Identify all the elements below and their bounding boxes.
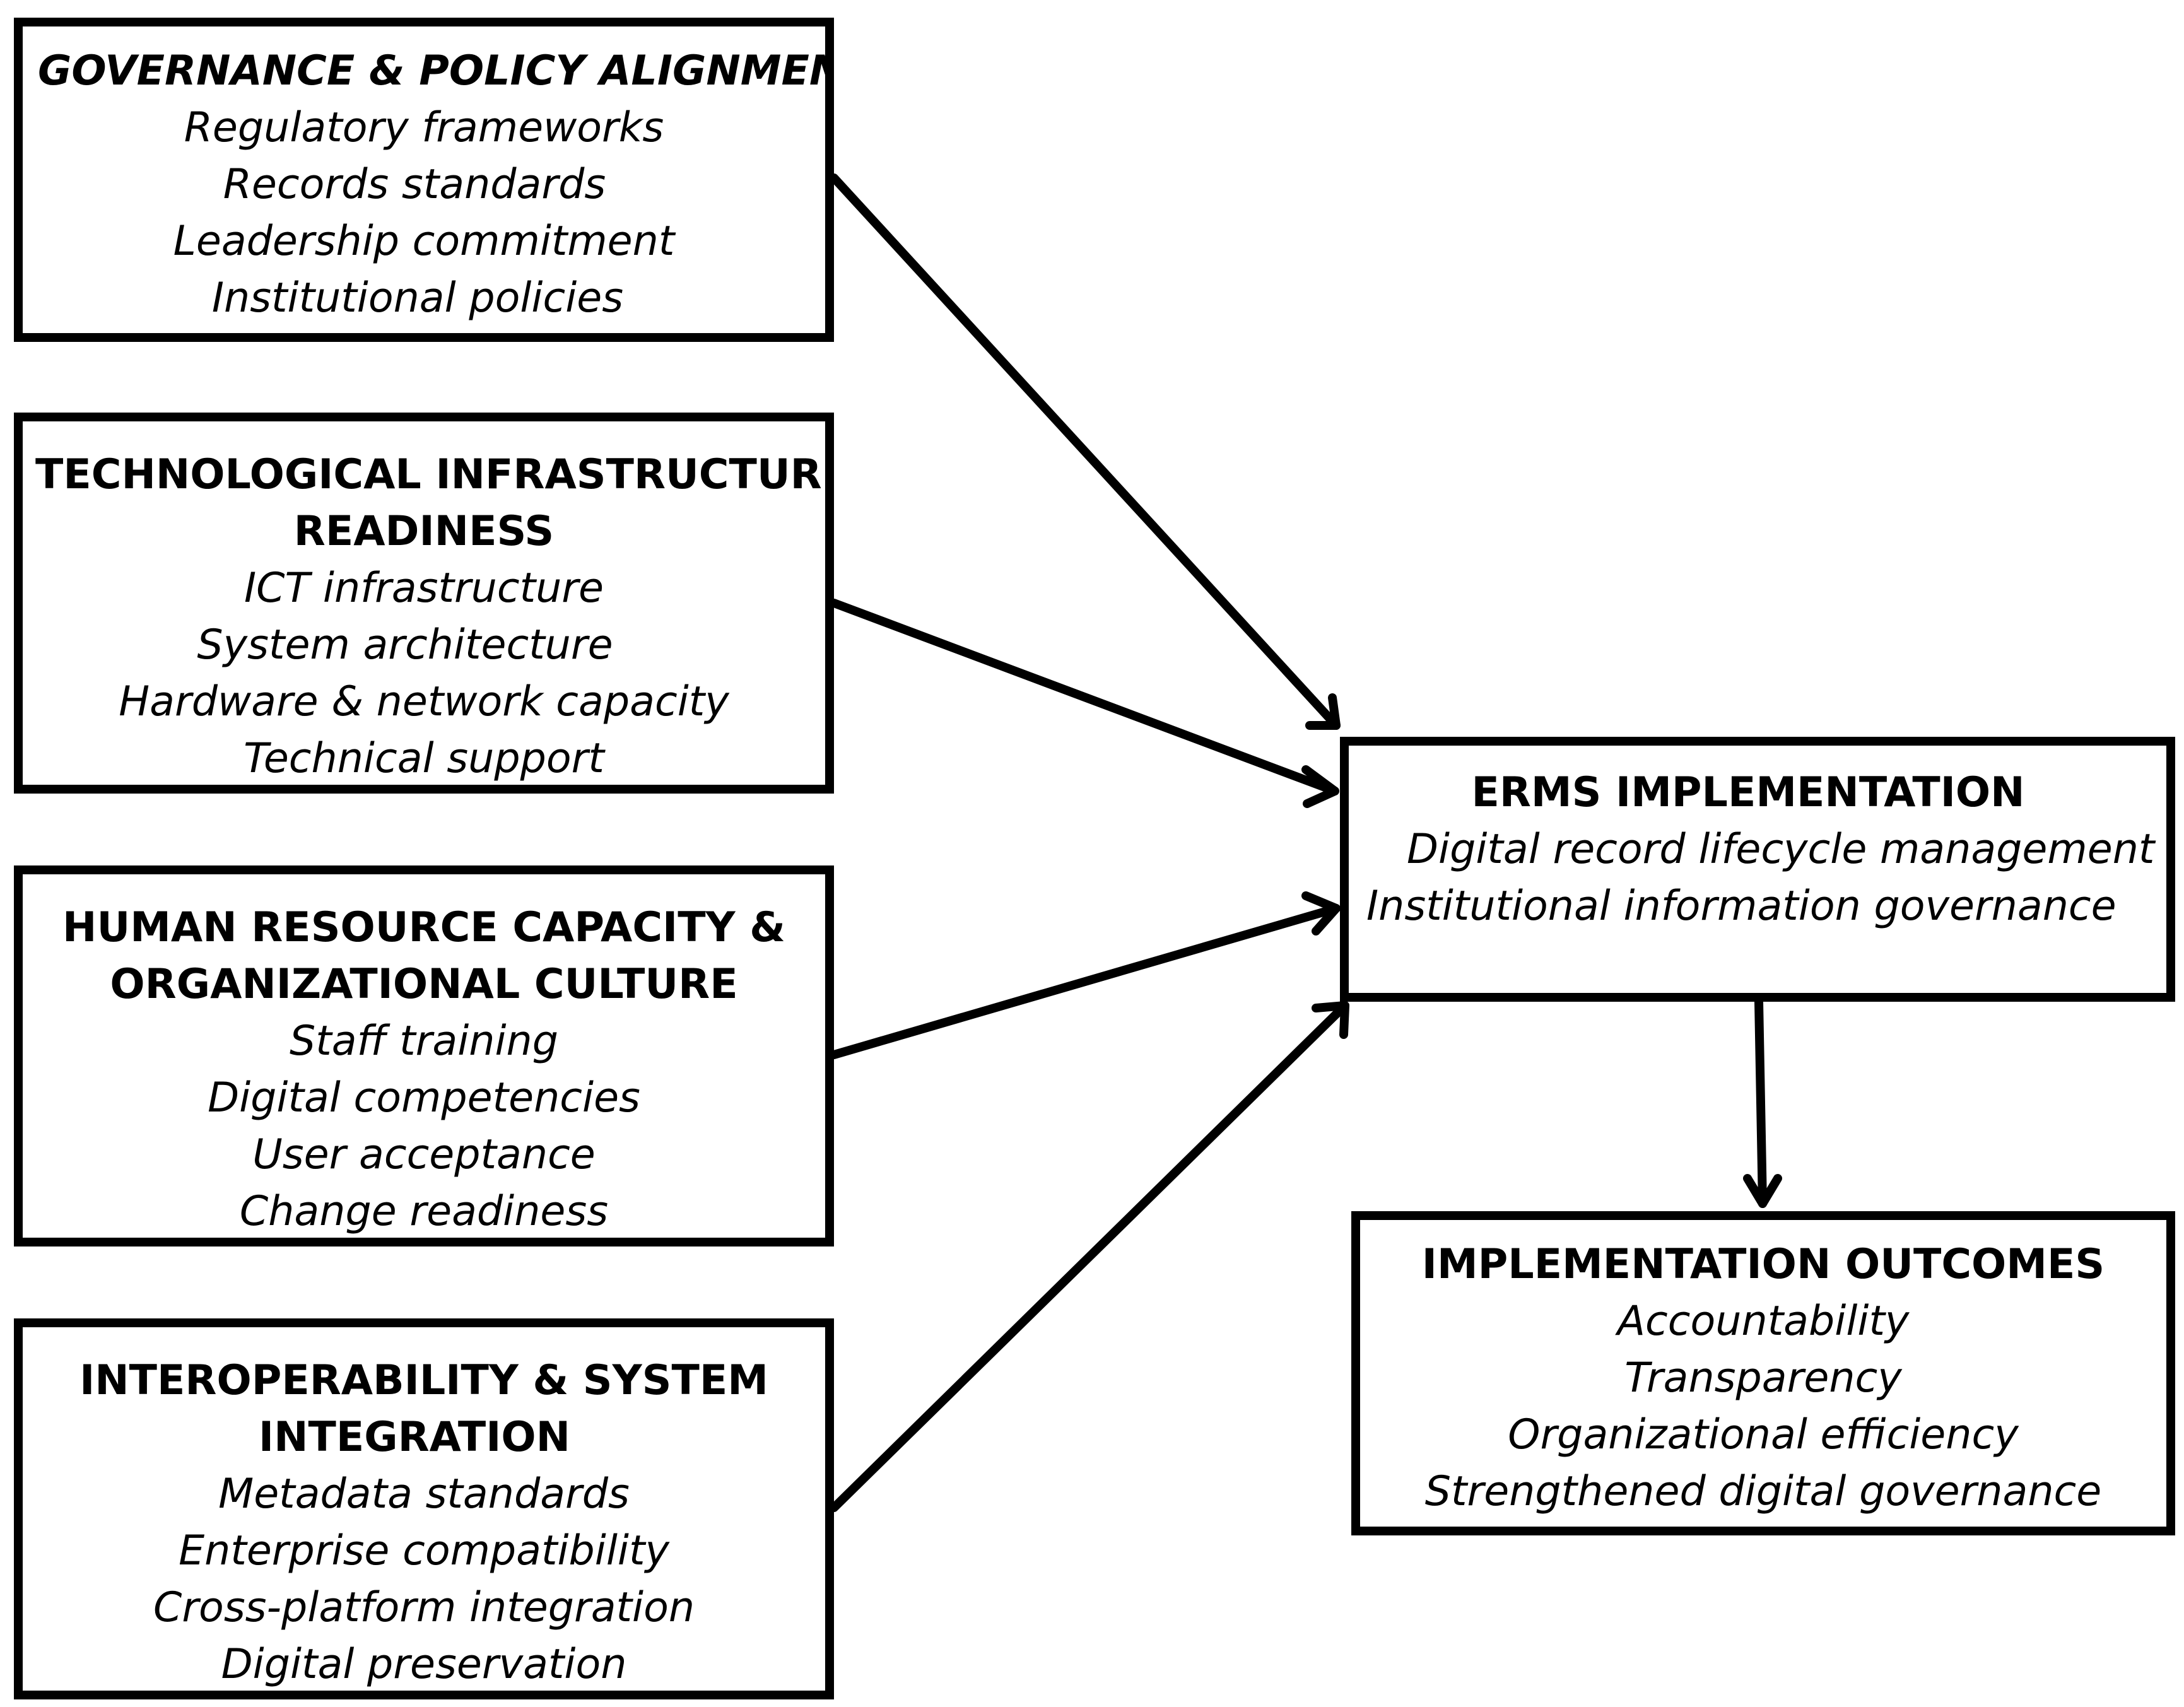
arrow-technology-to-erms <box>830 599 1339 808</box>
outcomes-title: IMPLEMENTATION OUTCOMES <box>1421 1241 2105 1288</box>
outcomes-item: Strengthened digital governance <box>1424 1468 2102 1515</box>
erms-implementation-box: ERMS IMPLEMENTATION Digital record lifec… <box>1340 737 2175 1002</box>
human-resource-box: HUMAN RESOURCE CAPACITY & ORGANIZATIONAL… <box>14 865 834 1247</box>
outcomes-item: Accountability <box>1617 1298 1910 1345</box>
interop-item: Cross-platform integration <box>153 1584 695 1631</box>
human-item: Digital competencies <box>208 1074 640 1122</box>
technology-item: ICT infrastructure <box>244 565 604 612</box>
arrow-interop-to-erms <box>830 1001 1349 1512</box>
interop-item: Enterprise compatibility <box>179 1527 669 1575</box>
erms-title: ERMS IMPLEMENTATION <box>1471 769 2025 816</box>
interop-title-line: INTEGRATION <box>258 1414 571 1461</box>
technology-item: System architecture <box>197 621 613 669</box>
interop-title-line: INTEROPERABILITY & SYSTEM <box>79 1357 768 1404</box>
governance-policy-box: GOVERNANCE & POLICY ALIGNMENT Regulatory… <box>14 18 834 342</box>
arrow-erms-to-outcomes <box>1743 997 1782 1208</box>
human-title-line: HUMAN RESOURCE CAPACITY & <box>62 904 785 951</box>
interoperability-box: INTEROPERABILITY & SYSTEM INTEGRATION Me… <box>14 1318 834 1699</box>
technological-infrastructure-box: TECHNOLOGICAL INFRASTRUCTURE READINESS I… <box>14 413 834 794</box>
implementation-outcomes-box: IMPLEMENTATION OUTCOMES Accountability T… <box>1351 1211 2175 1535</box>
technology-item: Hardware & network capacity <box>119 678 729 725</box>
human-item: User acceptance <box>252 1131 596 1178</box>
technology-title-line: TECHNOLOGICAL INFRASTRUCTURE <box>35 451 834 498</box>
outcomes-item: Organizational efficiency <box>1508 1411 2019 1458</box>
governance-title: GOVERNANCE & POLICY ALIGNMENT <box>38 47 834 95</box>
erms-item: Digital record lifecycle management <box>1407 826 2155 873</box>
governance-item: Regulatory frameworks <box>184 104 664 151</box>
arrow-human-to-erms <box>830 891 1341 1059</box>
human-item: Staff training <box>290 1018 558 1065</box>
technology-item: Technical support <box>244 735 604 782</box>
interop-item: Metadata standards <box>218 1470 630 1518</box>
human-title-line: ORGANIZATIONAL CULTURE <box>110 961 738 1008</box>
erms-item: Institutional information governance <box>1366 883 2116 930</box>
governance-item: Leadership commitment <box>173 218 675 265</box>
human-item: Change readiness <box>239 1188 609 1235</box>
governance-item: Records standards <box>223 161 606 208</box>
outcomes-item: Transparency <box>1624 1354 1902 1402</box>
technology-title-line: READINESS <box>293 508 555 555</box>
arrow-governance-to-erms <box>830 173 1341 730</box>
interop-item: Digital preservation <box>221 1641 627 1688</box>
governance-item: Institutional policies <box>211 274 624 322</box>
